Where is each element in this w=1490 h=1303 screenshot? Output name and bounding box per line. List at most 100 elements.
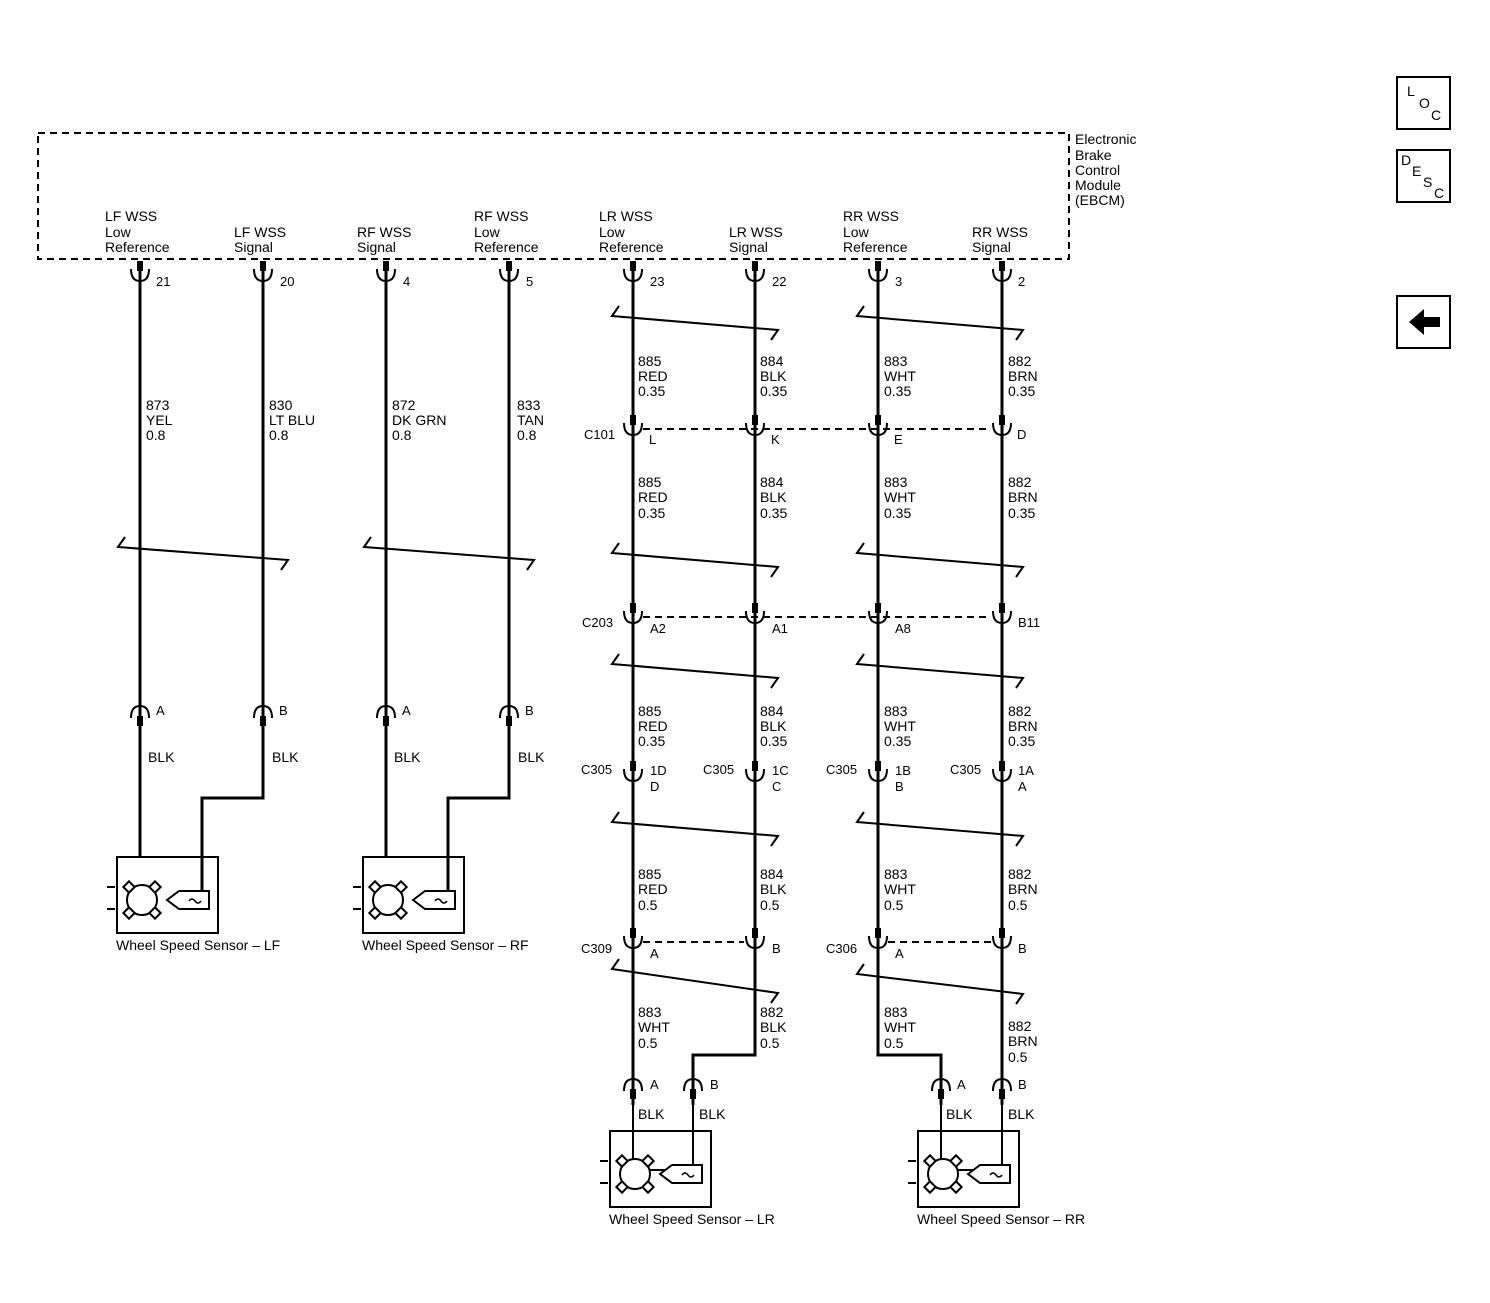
terminal-pin bbox=[999, 261, 1005, 271]
twisted-pair-break-rr bbox=[855, 811, 1025, 847]
wire-color: BLK bbox=[760, 718, 787, 734]
sensor-coil-icon bbox=[989, 1172, 1003, 1178]
terminal-label-line: Signal bbox=[234, 239, 273, 255]
terminal-pin bbox=[383, 716, 389, 726]
terminal-cup bbox=[745, 768, 765, 783]
sensor-pin-label: A bbox=[650, 1077, 659, 1092]
wire-lr-signal bbox=[691, 262, 757, 1105]
twisted-pair-break-lr bbox=[610, 958, 780, 1004]
sensor-wire-color: BLK bbox=[518, 749, 545, 765]
wire-rf-low-ref bbox=[446, 262, 511, 893]
twisted-pair-break-lr bbox=[610, 305, 780, 341]
sensor-symbols bbox=[107, 856, 1020, 1208]
loc-button[interactable]: L O C bbox=[1396, 76, 1451, 130]
terminal-label-rr-low-ref: RR WSS Low Reference bbox=[843, 208, 908, 255]
wire-circuit: 883 bbox=[884, 866, 908, 882]
terminal-label-line: Reference bbox=[843, 239, 908, 255]
twisted-pair-break-lr bbox=[610, 653, 780, 689]
tone-wheel-icon bbox=[619, 1158, 651, 1190]
tone-wheel-tooth bbox=[393, 879, 409, 895]
sensor-terminal bbox=[623, 1077, 643, 1099]
wire-color: BRN bbox=[1008, 489, 1038, 505]
terminal-cup bbox=[992, 610, 1012, 625]
wire-gauge: 0.8 bbox=[269, 427, 289, 443]
back-button-frame[interactable] bbox=[1396, 295, 1451, 349]
loc-button-frame[interactable] bbox=[1396, 76, 1451, 130]
sensor-coil-icon bbox=[681, 1172, 695, 1178]
wire-color: WHT bbox=[884, 1019, 916, 1035]
terminal-pin-number: 5 bbox=[526, 274, 533, 289]
wire-circuit: 882 bbox=[1008, 866, 1032, 882]
connector-pin-label: A bbox=[895, 946, 904, 961]
wire-gauge: 0.8 bbox=[146, 427, 166, 443]
female-terminal bbox=[130, 261, 150, 283]
sensor-label-rr: Wheel Speed Sensor – RR bbox=[917, 1211, 1085, 1227]
terminal-pin-number: 21 bbox=[156, 274, 170, 289]
sensor-wire-color: BLK bbox=[699, 1106, 726, 1122]
sensor-terminal bbox=[931, 1077, 951, 1099]
wire-gauge: 0.35 bbox=[760, 733, 787, 749]
wire-color: YEL bbox=[146, 412, 173, 428]
sensor-label-rf: Wheel Speed Sensor – RF bbox=[362, 937, 529, 953]
terminal-cup bbox=[868, 935, 888, 950]
connector-c309-name: C309 bbox=[581, 941, 612, 956]
wire-color: WHT bbox=[638, 1019, 670, 1035]
wire-gauge: 0.35 bbox=[884, 505, 911, 521]
terminal-cup bbox=[623, 768, 643, 783]
wire-circuit: 883 bbox=[884, 1004, 908, 1020]
sensor-terminal bbox=[992, 1077, 1012, 1099]
connector-c305-name: C305 bbox=[950, 762, 981, 777]
sensor-probe-icon bbox=[165, 890, 210, 910]
sensor-probe-icon bbox=[966, 1164, 1011, 1184]
wire-gauge: 0.5 bbox=[1008, 1049, 1028, 1065]
terminal-cup bbox=[931, 1077, 951, 1092]
terminal-label-line: Signal bbox=[729, 239, 768, 255]
connector-pin-label: A8 bbox=[895, 621, 911, 636]
sensor-wire-color: BLK bbox=[272, 749, 299, 765]
desc-button-letter: E bbox=[1412, 163, 1421, 179]
desc-button[interactable]: D E S C bbox=[1396, 149, 1451, 203]
terminal-pin bbox=[506, 716, 512, 726]
connector-c203-name: C203 bbox=[582, 615, 613, 630]
back-button[interactable] bbox=[1396, 295, 1451, 349]
terminal-label-line: RR WSS bbox=[972, 224, 1028, 240]
wire-circuit: 830 bbox=[269, 397, 293, 413]
female-terminal bbox=[623, 261, 643, 283]
terminal-cup bbox=[253, 268, 273, 283]
wire-gauge: 0.5 bbox=[760, 1035, 780, 1051]
loc-button-letter: L bbox=[1407, 83, 1415, 99]
terminal-label-rf-low-ref: RF WSS Low Reference bbox=[474, 208, 539, 255]
sensor-pin-label: B bbox=[525, 703, 534, 718]
desc-button-frame[interactable] bbox=[1396, 149, 1451, 203]
wire-circuit: 882 bbox=[1008, 353, 1032, 369]
terminal-pin bbox=[630, 761, 636, 771]
sensor-probe-icon bbox=[658, 1164, 703, 1184]
terminal-cup bbox=[683, 1077, 703, 1092]
female-terminal bbox=[868, 761, 888, 783]
terminal-pin bbox=[630, 1089, 636, 1099]
ebcm-module-border bbox=[37, 132, 1070, 260]
tone-wheel-tooth bbox=[147, 905, 163, 921]
connector-pin-label: 1D bbox=[650, 763, 667, 778]
sensor-probe-icon bbox=[411, 890, 456, 910]
female-terminal bbox=[868, 415, 888, 437]
terminal-label-line: Low bbox=[474, 224, 501, 240]
terminal-label-line: RR WSS bbox=[843, 208, 899, 224]
connector-c306-name: C306 bbox=[826, 941, 857, 956]
ebcm-name-line: Brake bbox=[1075, 147, 1112, 163]
sensor-label-lf: Wheel Speed Sensor – LF bbox=[116, 937, 280, 953]
wire-circuit: 883 bbox=[638, 1004, 662, 1020]
connector-pin-label: 1B bbox=[895, 763, 911, 778]
terminal-pin bbox=[938, 1089, 944, 1099]
wire-circuit: 884 bbox=[760, 474, 784, 490]
wire-gauge: 0.5 bbox=[884, 897, 904, 913]
terminal-label-lf-low-ref: LF WSS Low Reference bbox=[105, 208, 170, 255]
connector-pin-label: B bbox=[1018, 941, 1027, 956]
desc-button-letter: S bbox=[1423, 174, 1432, 190]
wire-color: LT BLU bbox=[269, 412, 315, 428]
sensor-wire-color: BLK bbox=[394, 749, 421, 765]
